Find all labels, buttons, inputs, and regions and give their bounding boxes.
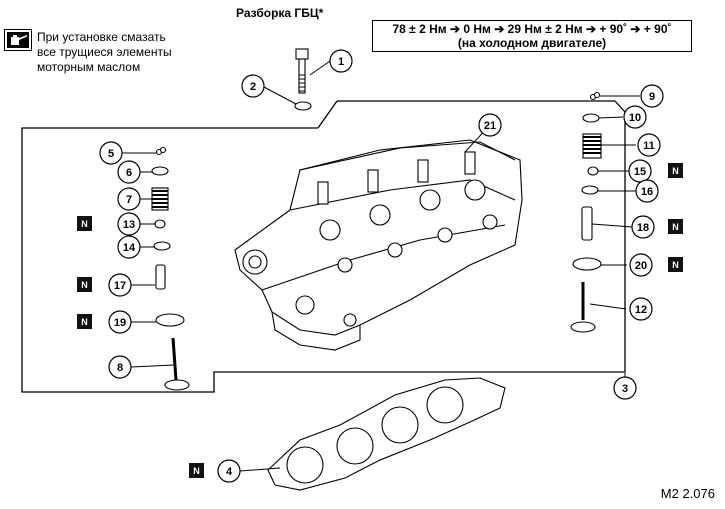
valve-spring-left: [151, 187, 169, 211]
callout-19: [108, 310, 132, 334]
callout-label-12: 12: [635, 304, 647, 316]
callout-9: [640, 84, 664, 108]
new-part-badge-label: N: [193, 466, 200, 476]
torque-sequence: 78 ± 2 Нм ➔ 0 Нм ➔ 29 Нм ± 2 Нм ➔ + 90˚ …: [392, 22, 672, 36]
callout-14: [117, 235, 141, 259]
callout-label-6: 6: [126, 167, 132, 179]
spring-retainer-right: [582, 113, 600, 123]
new-part-badge-18: [668, 219, 683, 234]
spring-seat-right: [581, 185, 599, 195]
callout-label-7: 7: [126, 194, 132, 206]
callout-label-10: 10: [629, 112, 641, 124]
valve-guide-right: [581, 206, 593, 241]
note-line-3: моторным маслом: [37, 60, 141, 74]
valve-left: [164, 337, 190, 391]
new-part-badge-17: [77, 277, 92, 292]
oil-can-icon: [4, 29, 32, 51]
callout-13: [117, 212, 141, 236]
callout-21: [478, 113, 502, 137]
figure-code: M2 2.076: [660, 486, 715, 501]
torque-condition: (на холодном двигателе): [457, 36, 607, 50]
callout-label-18: 18: [637, 222, 649, 234]
callout-10: [623, 105, 647, 129]
note-line-1: При установке смазать: [37, 30, 166, 44]
callout-1: [329, 49, 353, 73]
valve-spring-right: [582, 133, 602, 159]
callout-3: [613, 376, 637, 400]
valve-right: [570, 282, 596, 333]
torque-spec-box: 78 ± 2 Нм ➔ 0 Нм ➔ 29 Нм ± 2 Нм ➔ + 90˚ …: [372, 20, 692, 52]
new-part-badge-20: [668, 257, 683, 272]
new-part-badge-13: [77, 216, 92, 231]
spring-retainer-left: [151, 166, 169, 176]
valve-seat-right: [572, 257, 602, 271]
callout-8: [108, 355, 132, 379]
valve-key-left: [155, 146, 167, 156]
new-part-badge-label: N: [81, 317, 88, 327]
callout-5: [99, 141, 123, 165]
callout-label-15: 15: [634, 166, 646, 178]
callout-17: [108, 273, 132, 297]
new-part-badge-19: [77, 314, 92, 329]
valve-seal-right: [587, 166, 599, 176]
bolt-washer: [294, 101, 312, 111]
callout-label-2: 2: [250, 81, 256, 93]
callout-18: [631, 215, 655, 239]
spring-seat-left: [153, 241, 171, 251]
callout-label-13: 13: [123, 219, 135, 231]
new-part-badge-label: N: [672, 222, 679, 232]
valve-seal-left: [154, 219, 166, 229]
callout-4: [217, 459, 241, 483]
new-part-badge-label: N: [672, 260, 679, 270]
callout-label-3: 3: [622, 383, 628, 395]
callout-label-20: 20: [635, 260, 647, 272]
new-part-badge-4: [189, 463, 204, 478]
callout-label-5: 5: [108, 148, 114, 160]
callout-label-14: 14: [123, 242, 136, 254]
note-line-2: все трущиеся элементы: [37, 45, 172, 59]
assembly-frame: [21, 127, 626, 393]
new-part-badge-label: N: [672, 166, 679, 176]
callout-label-8: 8: [117, 362, 123, 374]
callout-label-11: 11: [643, 140, 655, 152]
valve-key-right: [589, 91, 601, 101]
callout-label-9: 9: [649, 91, 655, 103]
callout-label-16: 16: [641, 186, 653, 198]
callout-label-19: 19: [114, 317, 126, 329]
callout-label-17: 17: [114, 280, 126, 292]
new-part-badge-label: N: [81, 280, 88, 290]
callout-16: [635, 179, 659, 203]
callout-label-21: 21: [484, 120, 496, 132]
head-gasket: [267, 377, 506, 491]
cylinder-head: [234, 139, 523, 351]
callout-2: [241, 74, 265, 98]
head-bolt: [295, 48, 309, 94]
callout-11: [637, 133, 661, 157]
callout-20: [629, 253, 653, 277]
callout-6: [117, 160, 141, 184]
callout-label-4: 4: [226, 466, 233, 478]
callout-7: [117, 187, 141, 211]
valve-seat-left: [155, 313, 185, 327]
page-title: Разборка ГБЦ*: [236, 6, 324, 20]
new-part-badge-label: N: [81, 219, 88, 229]
lubrication-note: При установке смазать все трущиеся элеме…: [37, 30, 247, 75]
callout-label-1: 1: [338, 56, 344, 68]
new-part-badge-15: [668, 163, 683, 178]
valve-guide-left: [155, 264, 166, 290]
callout-12: [629, 297, 653, 321]
